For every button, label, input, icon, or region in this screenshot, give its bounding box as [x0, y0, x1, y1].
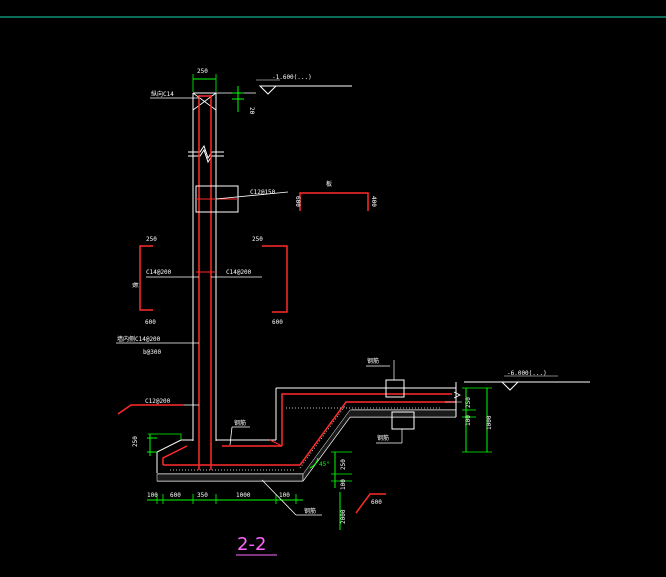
- wall-top-cross-2: [192, 92, 217, 111]
- footing: [156, 360, 462, 482]
- right-dim-100: 100: [465, 415, 472, 426]
- left-dim-600: 600: [145, 319, 156, 326]
- right-dim-600: 600: [371, 499, 382, 506]
- right-bar-label: C14@200: [226, 269, 252, 276]
- base-dim-600: 600: [170, 492, 181, 499]
- left-mark: 板: [131, 282, 139, 288]
- slab-detail-box-1: [385, 379, 405, 398]
- right-bar-shape: [262, 245, 288, 313]
- mid-mark: 板: [326, 180, 332, 188]
- section-title: 2-2: [237, 534, 266, 555]
- break-symbol: [188, 144, 224, 160]
- sloped-blinding-layer: [302, 409, 457, 482]
- base-dim-1000: 1000: [236, 492, 251, 499]
- right-dim-600: 600: [272, 319, 283, 326]
- right-labels: -6.000(...) 250 100 1000: [462, 370, 590, 453]
- wall: [188, 92, 239, 470]
- note-d: 钢筋: [304, 507, 316, 515]
- slope-dim-250: 250: [340, 459, 347, 470]
- bottom-dim-2000: 2000: [340, 509, 347, 524]
- right-dim-1000: 1000: [486, 415, 493, 430]
- base-left-dim-250: 250: [132, 436, 139, 447]
- base-dim-100b: 100: [279, 492, 290, 499]
- left-top-bar-label: 纵向C14: [151, 90, 174, 98]
- note-b: 钢筋: [377, 434, 389, 442]
- mid-dim-600: 600: [294, 196, 301, 207]
- right-elevation-label: -6.000(...): [507, 370, 547, 377]
- bottom-dimensions: 100 600 350 1000 100 2000: [147, 492, 347, 530]
- slope-bar-shape: [355, 493, 386, 514]
- left-bar-label: C14@200: [146, 269, 172, 276]
- top-dim-250: 250: [197, 68, 208, 75]
- slab-top-rebar: [281, 393, 452, 405]
- base-bar-label: C12@200: [145, 398, 171, 405]
- right-dim-250: 250: [252, 236, 263, 243]
- section-title-group: 2-2: [236, 534, 277, 556]
- left-bar-shape: [139, 245, 153, 311]
- slope-dim-100: 100: [340, 479, 347, 490]
- middle-labels: C12@150 600 400 板 250 C14@200 600 板 250 …: [116, 180, 377, 356]
- slope-labels: 45° 250 100 600: [309, 451, 386, 514]
- base-dim-100a: 100: [147, 492, 158, 499]
- left-note-2: b@300: [143, 349, 161, 356]
- base-left-labels: C12@200 250: [117, 398, 199, 456]
- slab-detail-box-2: [391, 411, 415, 430]
- base-bar-shape: [117, 404, 184, 415]
- break-symbol-2: [188, 148, 224, 164]
- mid-bar-shape: [299, 192, 369, 211]
- top-side-20: 20: [248, 107, 255, 115]
- left-dim-250: 250: [146, 236, 157, 243]
- blinding-layer: [156, 473, 304, 482]
- top-elevation-symbol: [258, 85, 278, 95]
- mid-dim-400: 400: [370, 196, 377, 207]
- base-dim-350: 350: [197, 492, 208, 499]
- right-dim-250: 250: [465, 397, 472, 408]
- note-c: 钢筋: [234, 419, 246, 427]
- top-elevation-label: -1.600(...): [272, 74, 312, 81]
- right-elevation-symbol: [500, 381, 520, 391]
- top-dimensions: 250 20 -1.600(...) 纵向C14: [150, 68, 352, 115]
- note-a: 钢筋: [367, 357, 379, 365]
- notes: 钢筋 钢筋 钢筋 钢筋: [229, 357, 402, 516]
- mid-bar-label: C12@150: [250, 189, 276, 196]
- sloped-bottom-rebar: [299, 401, 456, 466]
- left-note-1: 墙内侧C14@200: [117, 335, 161, 343]
- slope-angle: 45°: [319, 461, 330, 468]
